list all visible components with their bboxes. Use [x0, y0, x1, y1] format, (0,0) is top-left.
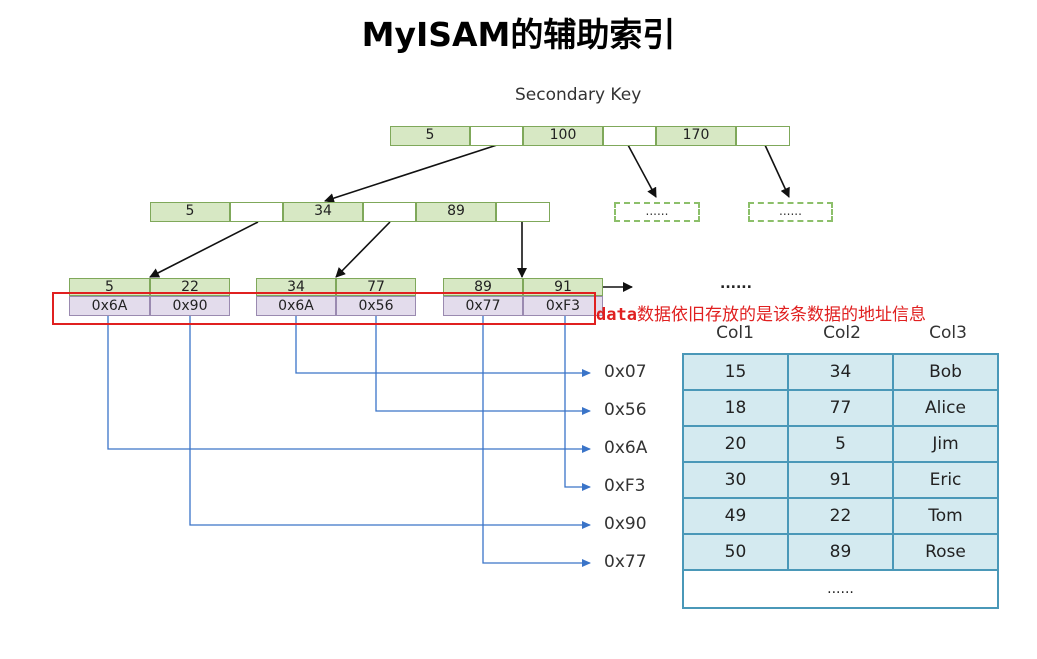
- table-cell: 91: [787, 461, 894, 499]
- table-cell: 5: [787, 425, 894, 463]
- table-cell: 49: [682, 497, 789, 535]
- pointer-line-0x77: [482, 316, 591, 567]
- root-pointer-slot: [603, 126, 656, 146]
- leaf-key: 34: [256, 278, 336, 296]
- pointer-label: 0xF3: [604, 476, 646, 496]
- table-cell: Eric: [892, 461, 999, 499]
- level2-pointer-slot: [363, 202, 416, 222]
- level2-key: 34: [283, 202, 363, 222]
- pointer-line-0x07: [295, 316, 591, 377]
- annotation-note: data数据依旧存放的是该条数据的地址信息: [596, 300, 926, 325]
- table-row: 20 5 Jim: [682, 425, 999, 463]
- table-cell: Alice: [892, 389, 999, 427]
- table-cell: 34: [787, 353, 894, 391]
- placeholder-node: ......: [748, 202, 833, 222]
- leaf-key: 91: [523, 278, 603, 296]
- table-cell: 22: [787, 497, 894, 535]
- leaf-address: 0x6A: [256, 296, 336, 316]
- pointer-label: 0x77: [604, 552, 647, 572]
- column-header: Col1: [716, 323, 754, 343]
- table-cell: 15: [682, 353, 789, 391]
- root-key: 100: [523, 126, 603, 146]
- table-cell: Tom: [892, 497, 999, 535]
- leaf-address: 0x77: [443, 296, 523, 316]
- table-cell: 77: [787, 389, 894, 427]
- root-to-dots2-arrow: [764, 144, 790, 198]
- leaf-address: 0x90: [150, 296, 230, 316]
- root-key: 170: [656, 126, 736, 146]
- table-cell: Rose: [892, 533, 999, 571]
- table-more: ......: [682, 569, 999, 609]
- level2-to-leaf2-arrow: [335, 221, 391, 278]
- root-pointer-slot: [470, 126, 523, 146]
- level2-to-leaf1-arrow: [149, 221, 259, 278]
- root-pointer-slot: [736, 126, 790, 146]
- level2-key: 5: [150, 202, 230, 222]
- data-table: 15 34 Bob 18 77 Alice 20 5 Jim 30 91 Eri…: [682, 353, 999, 609]
- column-header: Col3: [929, 323, 967, 343]
- table-cell: Jim: [892, 425, 999, 463]
- table-cell: 89: [787, 533, 894, 571]
- table-cell: 50: [682, 533, 789, 571]
- table-cell: Bob: [892, 353, 999, 391]
- table-cell: 18: [682, 389, 789, 427]
- pointer-line-0xF3: [564, 316, 591, 491]
- page-title: MyISAM的辅助索引: [361, 15, 676, 54]
- level2-key: 89: [416, 202, 496, 222]
- table-row: 18 77 Alice: [682, 389, 999, 427]
- leaf-address: 0x56: [336, 296, 416, 316]
- root-to-level2-arrow: [324, 144, 498, 203]
- leaf-key: 77: [336, 278, 416, 296]
- table-row: 50 89 Rose: [682, 533, 999, 571]
- pointer-line-0x6A: [107, 316, 591, 453]
- annotation-text: 数据依旧存放的是该条数据的地址信息: [636, 305, 926, 325]
- annotation-prefix: data: [596, 305, 637, 325]
- highlight-box: [52, 292, 596, 325]
- table-cell: 20: [682, 425, 789, 463]
- leaf-key: 22: [150, 278, 230, 296]
- pointer-label: 0x07: [604, 362, 647, 382]
- pointer-label: 0x6A: [604, 438, 648, 458]
- pointer-line-0x90: [189, 316, 591, 529]
- table-row: 49 22 Tom: [682, 497, 999, 535]
- pointer-line-0x56: [375, 316, 591, 415]
- root-to-dots1-arrow: [627, 144, 657, 198]
- leaf-address: 0xF3: [523, 296, 603, 316]
- table-row: 30 91 Eric: [682, 461, 999, 499]
- level2-pointer-slot: [496, 202, 550, 222]
- pointer-label: 0x56: [604, 400, 647, 420]
- leaf-more: ......: [720, 276, 752, 292]
- root-key: 5: [390, 126, 470, 146]
- level2-pointer-slot: [230, 202, 283, 222]
- leaf-key: 89: [443, 278, 523, 296]
- column-header: Col2: [823, 323, 861, 343]
- table-cell: 30: [682, 461, 789, 499]
- placeholder-node: ......: [614, 202, 700, 222]
- table-row-more: ......: [682, 569, 999, 609]
- secondary-key-label: Secondary Key: [515, 85, 642, 105]
- table-row: 15 34 Bob: [682, 353, 999, 391]
- leaf-key: 5: [69, 278, 150, 296]
- pointer-label: 0x90: [604, 514, 647, 534]
- leaf-address: 0x6A: [69, 296, 150, 316]
